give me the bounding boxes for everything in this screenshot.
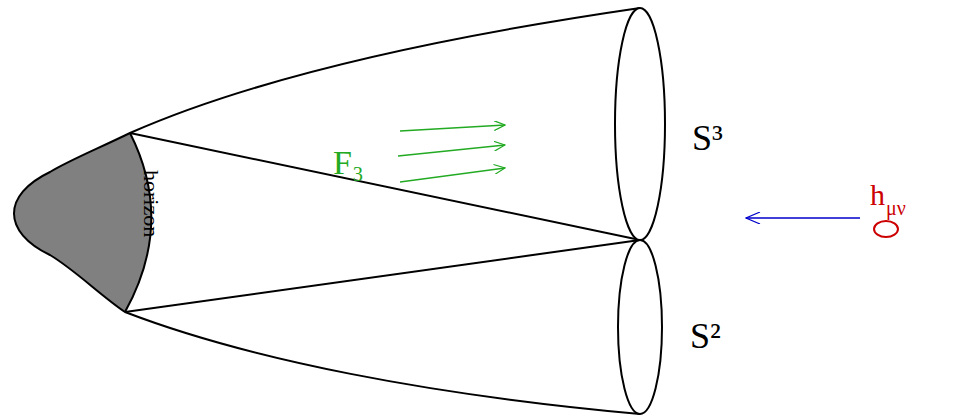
- s3-circle: [615, 8, 665, 240]
- outer-boundary: [14, 8, 640, 414]
- graviton-loop: [874, 221, 898, 237]
- inner-line: [130, 133, 640, 240]
- incoming-arrow: [746, 217, 860, 218]
- flux-arrow: [400, 168, 505, 182]
- flux-arrow: [400, 125, 505, 131]
- flux-arrow: [398, 145, 505, 156]
- inner-line: [125, 240, 640, 312]
- sphere-label: S³: [692, 120, 723, 156]
- field-index: μν: [886, 198, 906, 218]
- flux-label: F₃: [333, 146, 364, 180]
- sphere-label: S²: [690, 318, 721, 354]
- field-label: h: [870, 180, 885, 210]
- horizon-label: horizon: [140, 170, 162, 237]
- s2-circle: [618, 240, 662, 414]
- horizon-region: [14, 133, 151, 312]
